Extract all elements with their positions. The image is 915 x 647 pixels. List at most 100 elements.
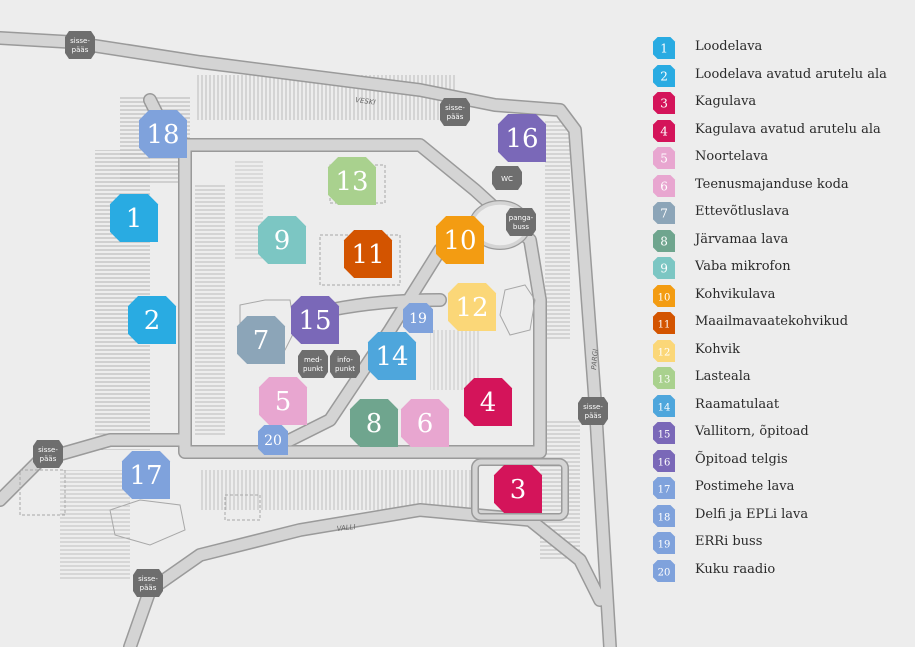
legend-label: Kohvikulava (695, 286, 776, 302)
legend-badge: 11 (653, 312, 675, 334)
map-marker-number: 14 (375, 342, 408, 372)
svg-text:punkt: punkt (335, 365, 355, 373)
map-marker-8[interactable]: 8 (350, 399, 398, 447)
svg-text:sisse-: sisse- (445, 104, 465, 112)
legend-label: Vallitorn, õpitoad (695, 424, 809, 439)
map-marker-number: 15 (298, 306, 331, 336)
map-marker-shape (350, 399, 398, 447)
legend-badge-number: 9 (660, 262, 668, 276)
legend-label: Lasteala (695, 369, 751, 384)
legend-badge-number: 4 (660, 124, 668, 138)
map-marker-10[interactable]: 10 (436, 216, 484, 264)
svg-text:pääs: pääs (40, 455, 57, 463)
legend-badge-number: 14 (658, 402, 671, 413)
legend-label: Postimehe lava (695, 479, 795, 494)
map-marker-13[interactable]: 13 (328, 157, 376, 205)
map-marker-17[interactable]: 17 (122, 451, 170, 499)
legend-item-20: 20 Kuku raadio (652, 559, 912, 587)
map-marker-number: 6 (417, 409, 434, 439)
legend-badge-number: 1 (660, 42, 668, 56)
map-marker-1[interactable]: 1 (110, 194, 158, 242)
map-marker-number: 19 (409, 311, 427, 327)
map-marker-shape (258, 216, 306, 264)
svg-text:WC: WC (501, 175, 513, 183)
svg-text:pääs: pääs (140, 584, 157, 592)
map-marker-shape (258, 425, 288, 455)
legend-label: Õpitoad telgis (695, 451, 788, 467)
legend-badge: 10 (653, 284, 675, 307)
map-marker-shape (328, 157, 376, 205)
map-marker-shape (344, 230, 392, 278)
medical-point-badge: med- punkt (298, 350, 328, 378)
legend-badge-number: 19 (658, 540, 671, 551)
legend-badge-number: 3 (660, 97, 668, 111)
map-marker-shape (401, 399, 449, 447)
legend-label: Kuku raadio (695, 561, 776, 577)
road-label-veski: VESKI (355, 96, 376, 107)
legend-item-14: 14 Raamatulaat (652, 394, 912, 422)
map-marker-number: 9 (274, 226, 291, 256)
legend-badge: 19 (653, 532, 675, 554)
map-marker-4[interactable]: 4 (464, 378, 512, 426)
legend-badge: 3 (653, 92, 675, 114)
map-marker-16[interactable]: 16 (498, 114, 546, 162)
map-marker-11[interactable]: 11 (344, 230, 392, 278)
map-marker-3[interactable]: 3 (494, 465, 542, 513)
legend-badge-number: 15 (658, 430, 671, 441)
legend-label: Loodelava (695, 39, 763, 54)
map-marker-7[interactable]: 7 (237, 316, 285, 364)
map-marker-5[interactable]: 5 (259, 377, 307, 425)
legend-badge: 20 (653, 559, 675, 582)
map-marker-number: 3 (510, 475, 527, 505)
map-marker-number: 10 (443, 226, 476, 256)
legend-badge: 1 (653, 37, 675, 59)
legend-label: Teenusmajanduse koda (695, 176, 849, 192)
map-marker-20[interactable]: 20 (258, 425, 288, 455)
map-marker-15[interactable]: 15 (291, 296, 339, 344)
map-marker-shape (368, 332, 416, 380)
legend-badge: 16 (653, 449, 675, 472)
legend-badge-number: 11 (658, 320, 671, 331)
legend-badge: 6 (653, 174, 675, 197)
map-marker-number: 4 (480, 388, 497, 418)
map-marker-shape (291, 296, 339, 344)
svg-text:panga-: panga- (509, 214, 534, 222)
map-marker-shape (110, 194, 158, 242)
map-marker-6[interactable]: 6 (401, 399, 449, 447)
map-marker-number: 20 (264, 433, 282, 449)
map-marker-number: 11 (351, 240, 384, 270)
map-marker-12[interactable]: 12 (448, 283, 496, 331)
map-marker-shape (498, 114, 546, 162)
map-marker-19[interactable]: 19 (403, 303, 433, 333)
legend-badge: 9 (653, 257, 675, 279)
legend-badge-number: 16 (658, 457, 671, 468)
wc-badge: WC (492, 166, 522, 190)
map-marker-shape (237, 316, 285, 364)
map-marker-shape (139, 110, 187, 158)
svg-text:pääs: pääs (585, 412, 602, 420)
map-marker-number: 5 (275, 387, 292, 417)
svg-text:pääs: pääs (447, 113, 464, 121)
map-marker-shape (436, 216, 484, 264)
entrance-top-left: sisse- pääs (65, 31, 95, 59)
map-marker-14[interactable]: 14 (368, 332, 416, 380)
legend-item-16: 16 Õpitoad telgis (652, 449, 912, 477)
legend-badge: 7 (653, 202, 675, 224)
legend-badge-number: 12 (658, 347, 671, 358)
legend-label: Raamatulaat (695, 396, 780, 412)
map-marker-2[interactable]: 2 (128, 296, 176, 344)
legend-label: Ettevõtluslava (695, 204, 790, 219)
map-marker-number: 18 (146, 120, 179, 150)
map-marker-9[interactable]: 9 (258, 216, 306, 264)
legend-label: Järvamaa lava (695, 231, 789, 247)
map-marker-18[interactable]: 18 (139, 110, 187, 158)
legend-item-10: 10 Kohvikulava (652, 284, 912, 312)
legend-item-7: 7 Ettevõtluslava (652, 201, 912, 229)
